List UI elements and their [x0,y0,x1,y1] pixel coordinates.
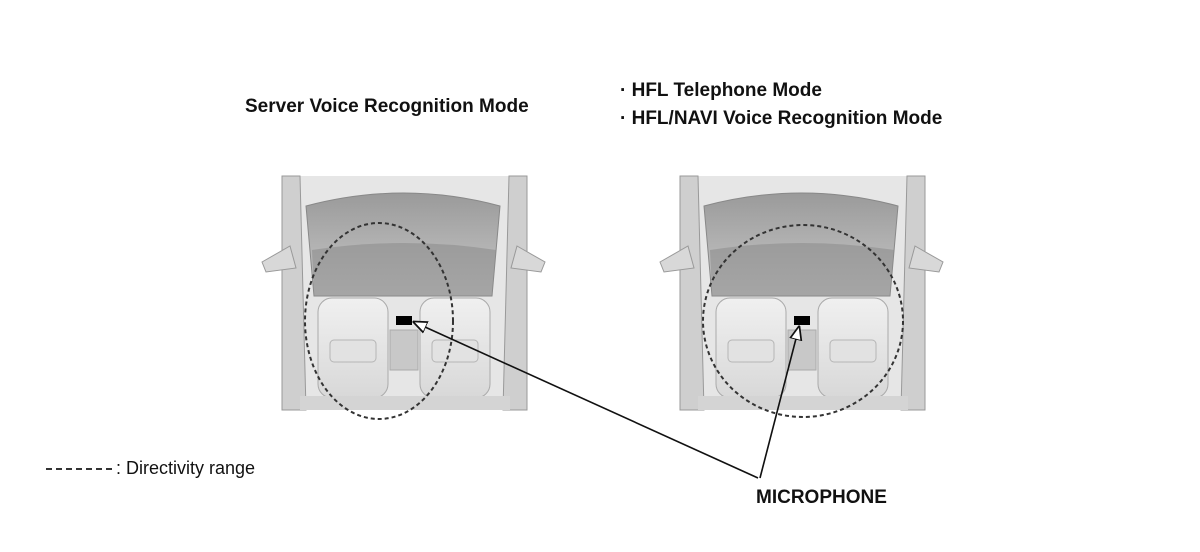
car-right [659,175,944,411]
title-hfl-telephone: · HFL Telephone Mode [620,80,822,101]
microphone-right [794,316,810,325]
title-server-voice-recognition: Server Voice Recognition Mode [245,96,529,117]
title-hfl-navi-voice-recognition: · HFL/NAVI Voice Recognition Mode [620,108,943,129]
microphone-label: MICROPHONE [756,487,887,508]
directivity-range-left [304,222,454,420]
callout-arrow-right [759,327,799,479]
directivity-range-right [702,224,904,418]
car-left [261,175,546,411]
callout-arrow-left [414,322,759,479]
legend-dashed-line [46,468,112,471]
legend: : Directivity range [46,458,255,479]
legend-label: : Directivity range [116,458,256,478]
microphone-left [396,316,412,325]
